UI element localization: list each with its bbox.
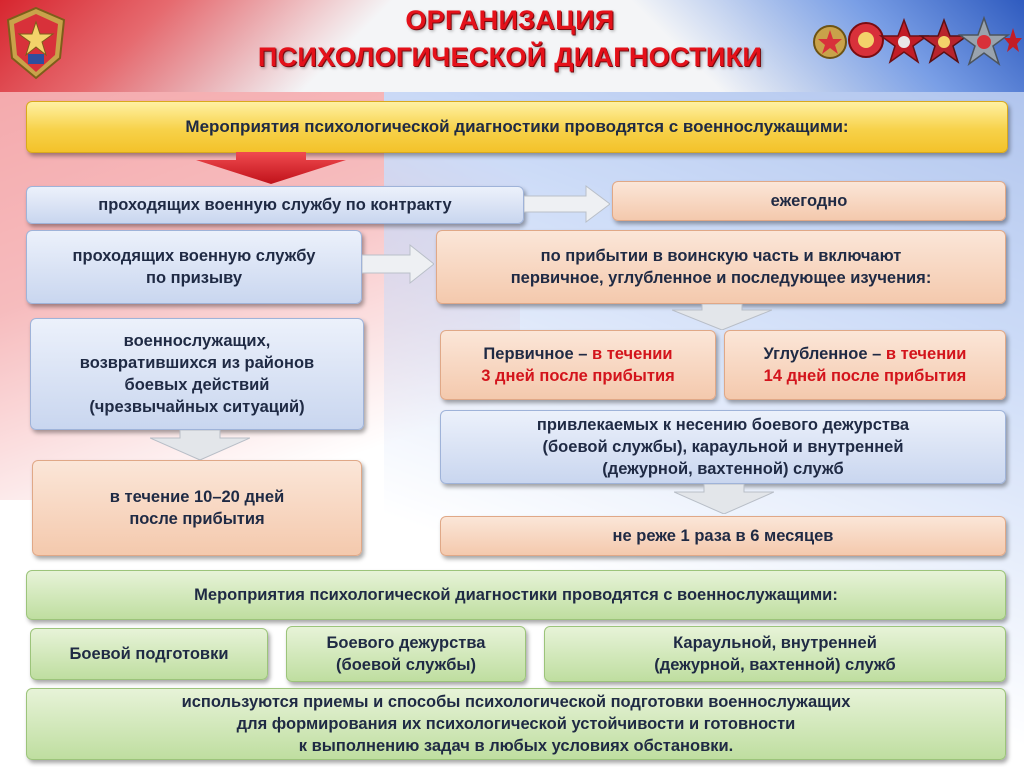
emblem-icon bbox=[4, 6, 68, 80]
arrow-down-icon bbox=[674, 484, 774, 514]
conclusion-box: используются приемы и способы психологич… bbox=[26, 688, 1006, 760]
guard-duty-box: Караульной, внутренней (дежурной, вахтен… bbox=[544, 626, 1006, 682]
top-header-box: Мероприятия психологической диагностики … bbox=[26, 101, 1008, 153]
bottom-header-box: Мероприятия психологической диагностики … bbox=[26, 570, 1006, 620]
returned-line-4: (чрезвычайных ситуаций) bbox=[89, 396, 304, 418]
primary-label: Первичное – bbox=[483, 345, 587, 363]
duty-line-3: (дежурной, вахтенной) служб bbox=[602, 458, 844, 480]
arrow-right-icon bbox=[524, 184, 610, 224]
contract-box: проходящих военную службу по контракту bbox=[26, 186, 524, 224]
returned-term-line-1: в течение 10–20 дней bbox=[110, 486, 284, 508]
arrival-line-1: по прибытии в воинскую часть и включают bbox=[541, 245, 902, 267]
medals-icon bbox=[808, 10, 1022, 72]
conclusion-line-3: к выполнению задач в любых условиях обст… bbox=[299, 735, 733, 757]
primary-term-b: 3 дней после прибытия bbox=[481, 365, 674, 387]
combat-training-text: Боевой подготовки bbox=[70, 643, 229, 665]
primary-line-1: Первичное – в течении bbox=[483, 343, 672, 365]
arrival-line-2: первичное, углубленное и последующее изу… bbox=[511, 267, 932, 289]
primary-term-a: в течении bbox=[592, 345, 673, 363]
duty-term-box: не реже 1 раза в 6 месяцев bbox=[440, 516, 1006, 556]
arrival-box: по прибытии в воинскую часть и включают … bbox=[436, 230, 1006, 304]
title-line-1: ОРГАНИЗАЦИЯ bbox=[240, 2, 780, 39]
arrow-down-red-icon bbox=[196, 152, 346, 184]
deep-label: Углубленное – bbox=[764, 345, 882, 363]
contract-text: проходящих военную службу по контракту bbox=[98, 194, 451, 216]
duty-term-text: не реже 1 раза в 6 месяцев bbox=[613, 525, 834, 547]
top-header-text: Мероприятия психологической диагностики … bbox=[185, 116, 848, 138]
arrow-down-icon bbox=[150, 430, 250, 460]
page-title: ОРГАНИЗАЦИЯ ПСИХОЛОГИЧЕСКОЙ ДИАГНОСТИКИ bbox=[240, 2, 780, 76]
combat-duty-line-1: Боевого дежурства bbox=[327, 632, 486, 654]
returned-box: военнослужащих, возвратившихся из районо… bbox=[30, 318, 364, 430]
deep-term-b: 14 дней после прибытия bbox=[764, 365, 967, 387]
duty-line-1: привлекаемых к несению боевого дежурства bbox=[537, 414, 909, 436]
arrow-right-icon bbox=[362, 243, 434, 285]
combat-training-box: Боевой подготовки bbox=[30, 628, 268, 680]
guard-line-2: (дежурной, вахтенной) служб bbox=[654, 654, 896, 676]
returned-term-box: в течение 10–20 дней после прибытия bbox=[32, 460, 362, 556]
returned-line-2: возвратившихся из районов bbox=[80, 352, 314, 374]
combat-duty-line-2: (боевой службы) bbox=[336, 654, 476, 676]
conscription-line-1: проходящих военную службу bbox=[73, 245, 316, 267]
returned-term-line-2: после прибытия bbox=[129, 508, 264, 530]
duty-line-2: (боевой службы), караульной и внутренней bbox=[543, 436, 904, 458]
combat-duty-box: Боевого дежурства (боевой службы) bbox=[286, 626, 526, 682]
conscription-box: проходящих военную службу по призыву bbox=[26, 230, 362, 304]
annually-box: ежегодно bbox=[612, 181, 1006, 221]
arrow-down-icon bbox=[672, 304, 772, 330]
deep-term-a: в течении bbox=[886, 345, 967, 363]
primary-study-box: Первичное – в течении 3 дней после прибы… bbox=[440, 330, 716, 400]
duty-box: привлекаемых к несению боевого дежурства… bbox=[440, 410, 1006, 484]
conclusion-line-2: для формирования их психологической усто… bbox=[237, 713, 796, 735]
returned-line-1: военнослужащих, bbox=[124, 330, 271, 352]
returned-line-3: боевых действий bbox=[125, 374, 270, 396]
deep-line-1: Углубленное – в течении bbox=[764, 343, 967, 365]
guard-line-1: Караульной, внутренней bbox=[673, 632, 877, 654]
conscription-line-2: по призыву bbox=[146, 267, 242, 289]
deep-study-box: Углубленное – в течении 14 дней после пр… bbox=[724, 330, 1006, 400]
conclusion-line-1: используются приемы и способы психологич… bbox=[182, 691, 851, 713]
bottom-header-text: Мероприятия психологической диагностики … bbox=[194, 584, 838, 606]
annually-text: ежегодно bbox=[771, 190, 848, 212]
title-line-2: ПСИХОЛОГИЧЕСКОЙ ДИАГНОСТИКИ bbox=[240, 39, 780, 76]
